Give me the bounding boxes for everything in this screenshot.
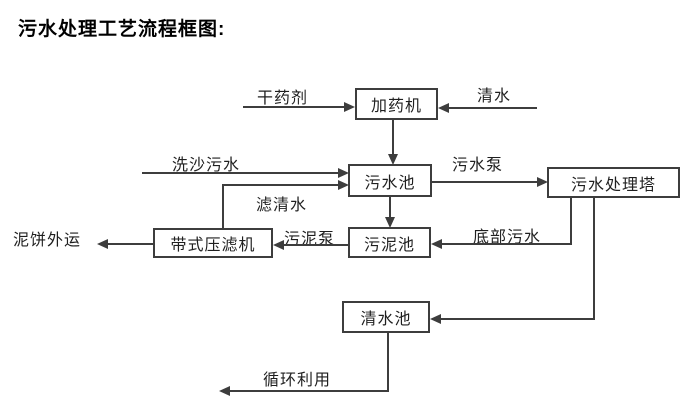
node-sludge-pool-label: 污泥池 (363, 236, 415, 254)
line-bottom-sewage-vertical (570, 198, 572, 245)
arrowhead-sewage-pump-to-tower-icon (537, 177, 548, 187)
label-clean-water: 清水 (477, 88, 512, 105)
page-title: 污水处理工艺流程框图: (18, 19, 226, 40)
line-mud-cake-outbound (108, 243, 153, 245)
label-bottom-sewage: 底部污水 (473, 229, 542, 246)
node-belt-filter-press: 带式压滤机 (153, 228, 273, 258)
line-filtered-water (223, 184, 338, 186)
line-sewage-pump (432, 181, 537, 183)
label-sludge-pump: 污泥泵 (284, 231, 336, 248)
line-tower-to-clean-water-vertical (593, 198, 595, 320)
node-clean-water-pool: 清水池 (342, 301, 430, 333)
line-clean-water-pool-down (387, 333, 389, 391)
label-dry-agent: 干药剂 (257, 90, 309, 107)
label-mud-cake-outbound: 泥饼外运 (13, 232, 82, 249)
label-filtered-water: 滤清水 (256, 197, 308, 214)
node-belt-filter-press-label: 带式压滤机 (170, 237, 256, 254)
node-dosing-machine: 加药机 (355, 88, 438, 120)
arrowhead-recycling-use-icon (219, 386, 230, 396)
node-treatment-tower: 污水处理塔 (547, 167, 680, 198)
line-clean-water (448, 107, 537, 109)
node-sewage-pool-label: 污水池 (364, 174, 416, 192)
line-bottom-sewage (441, 243, 572, 245)
line-dosing-machine-down (392, 120, 394, 154)
label-sand-washing-sewage: 洗沙污水 (172, 157, 241, 174)
node-clean-water-pool-label: 清水池 (360, 311, 412, 328)
label-recycling-use: 循环利用 (263, 372, 332, 389)
node-sludge-pool: 污泥池 (348, 227, 431, 258)
arrowhead-bottom-sewage-to-sludge-pool-icon (431, 239, 442, 249)
line-sludge-pump (283, 244, 348, 246)
line-sand-washing-sewage (142, 172, 338, 174)
arrowhead-filtered-water-to-sewage-pool-icon (338, 180, 349, 190)
arrowhead-sewage-pool-to-sludge-pool-icon (385, 217, 395, 228)
line-sewage-pool-down (389, 197, 391, 217)
line-recycling-use (230, 390, 389, 392)
line-filtered-water-riser (222, 184, 224, 228)
line-dry-agent (243, 106, 344, 108)
node-treatment-tower-label: 污水处理塔 (570, 176, 656, 194)
arrowhead-dosing-machine-to-sewage-pool-icon (388, 154, 398, 165)
label-sewage-pump: 污水泵 (452, 157, 504, 174)
arrowhead-dry-agent-to-dosing-machine-icon (344, 102, 355, 112)
arrowhead-sludge-pump-to-press-icon (273, 240, 284, 250)
node-dosing-machine-label: 加药机 (370, 98, 422, 115)
node-sewage-pool: 污水池 (348, 164, 432, 197)
arrowhead-mud-cake-outbound-icon (97, 239, 108, 249)
arrowhead-clean-water-to-dosing-machine-icon (438, 103, 449, 113)
arrowhead-tower-to-clean-water-pool-icon (430, 314, 441, 324)
line-tower-to-clean-water (440, 318, 595, 320)
arrowhead-sand-washing-to-sewage-pool-icon (338, 168, 349, 178)
